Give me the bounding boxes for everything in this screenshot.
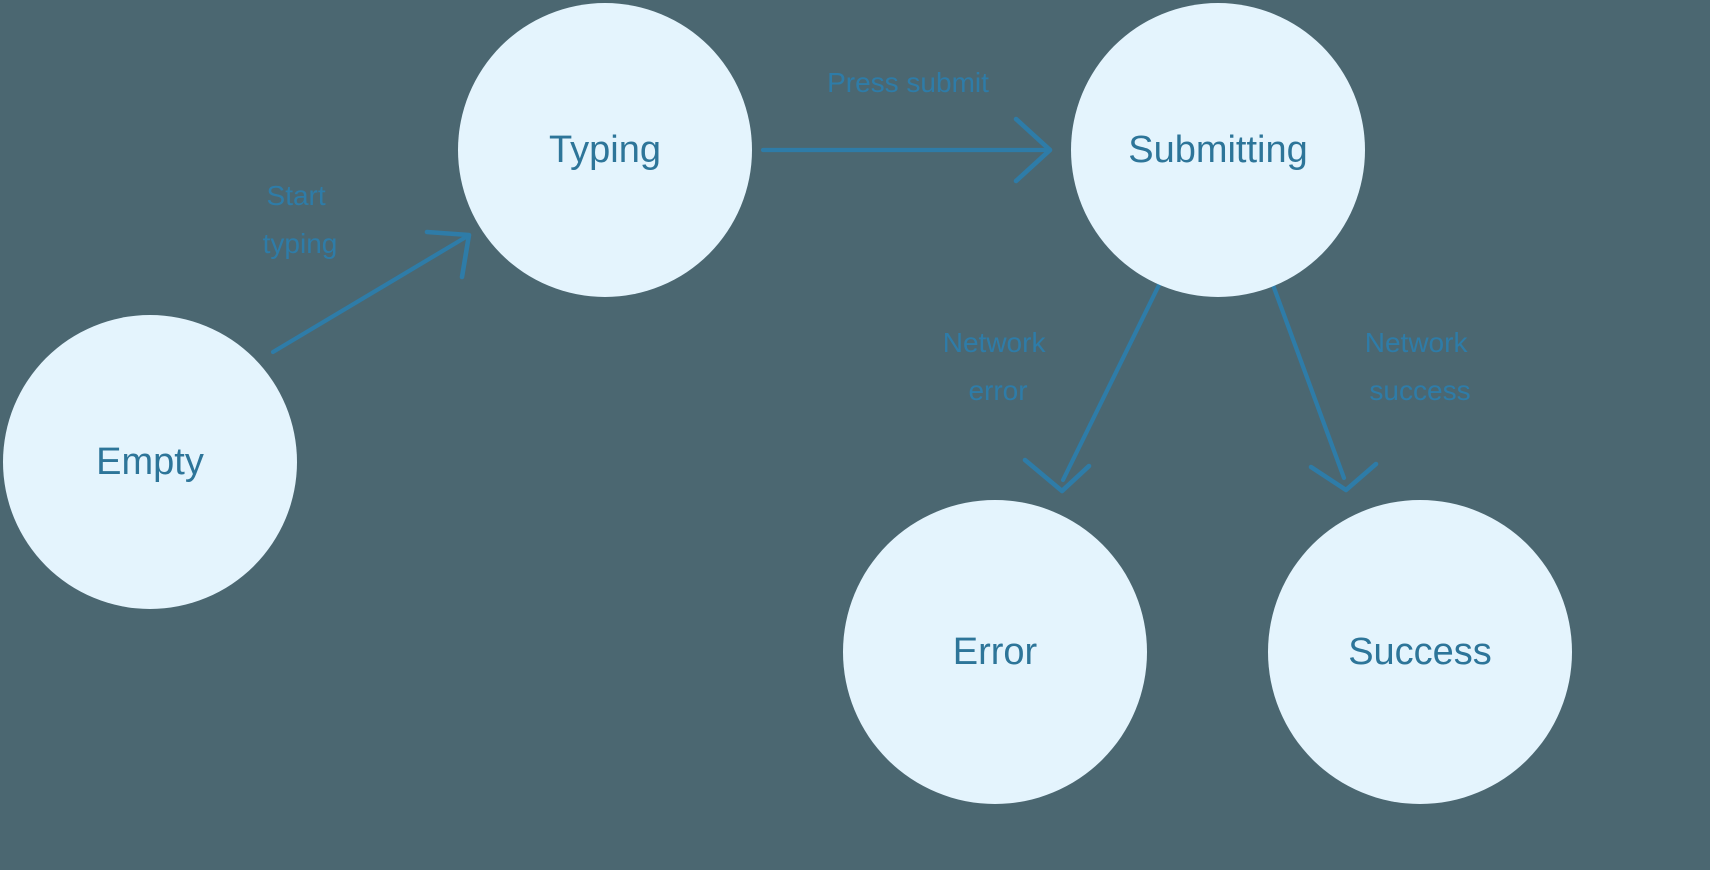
edge-typing-to-submitting: Press submit bbox=[760, 67, 1053, 184]
edge-empty-to-typing: Start typing bbox=[263, 180, 472, 355]
edge-label-line: success bbox=[1369, 375, 1470, 406]
edge-label-line: Press submit bbox=[827, 67, 989, 98]
node-empty-label: Empty bbox=[96, 441, 204, 483]
node-error-circle[interactable] bbox=[843, 500, 1147, 804]
edge-typing-to-submitting-arrowhead bbox=[1013, 116, 1053, 184]
node-error-label: Error bbox=[953, 631, 1038, 673]
edge-label-line: Network bbox=[943, 327, 1047, 358]
edge-submitting-to-success-line bbox=[1270, 282, 1347, 481]
node-typing-circle[interactable] bbox=[458, 3, 752, 297]
node-empty-circle[interactable] bbox=[3, 315, 297, 609]
edge-submitting-to-error-arrowhead bbox=[1022, 457, 1092, 494]
edge-submitting-to-error-line bbox=[1060, 282, 1162, 483]
node-submitting-label: Submitting bbox=[1128, 129, 1308, 171]
node-success[interactable]: Success bbox=[1268, 500, 1572, 804]
node-submitting-circle[interactable] bbox=[1071, 3, 1365, 297]
edge-empty-to-typing-arrowhead bbox=[424, 229, 472, 280]
edge-submitting-to-success-label: Network success bbox=[1365, 327, 1475, 406]
edge-empty-to-typing-label: Start typing bbox=[263, 180, 338, 259]
edge-label-line: Start bbox=[267, 180, 326, 211]
edge-label-line: error bbox=[968, 375, 1027, 406]
edge-submitting-to-success: Network success bbox=[1270, 282, 1475, 493]
node-success-circle[interactable] bbox=[1268, 500, 1572, 804]
node-typing[interactable]: Typing bbox=[458, 3, 752, 297]
edge-label-line: Network bbox=[1365, 327, 1469, 358]
edge-typing-to-submitting-label: Press submit bbox=[827, 67, 989, 98]
node-success-label: Success bbox=[1348, 631, 1492, 673]
edge-submitting-to-error-label: Network error bbox=[943, 327, 1053, 406]
edge-empty-to-typing-line bbox=[270, 234, 469, 355]
edge-label-line: typing bbox=[263, 228, 338, 259]
edge-submitting-to-success-arrowhead bbox=[1308, 461, 1379, 493]
node-error[interactable]: Error bbox=[843, 500, 1147, 804]
node-typing-label: Typing bbox=[549, 129, 661, 171]
node-submitting[interactable]: Submitting bbox=[1071, 3, 1365, 297]
node-empty[interactable]: Empty bbox=[3, 315, 297, 609]
edge-submitting-to-error: Network error bbox=[943, 282, 1162, 494]
